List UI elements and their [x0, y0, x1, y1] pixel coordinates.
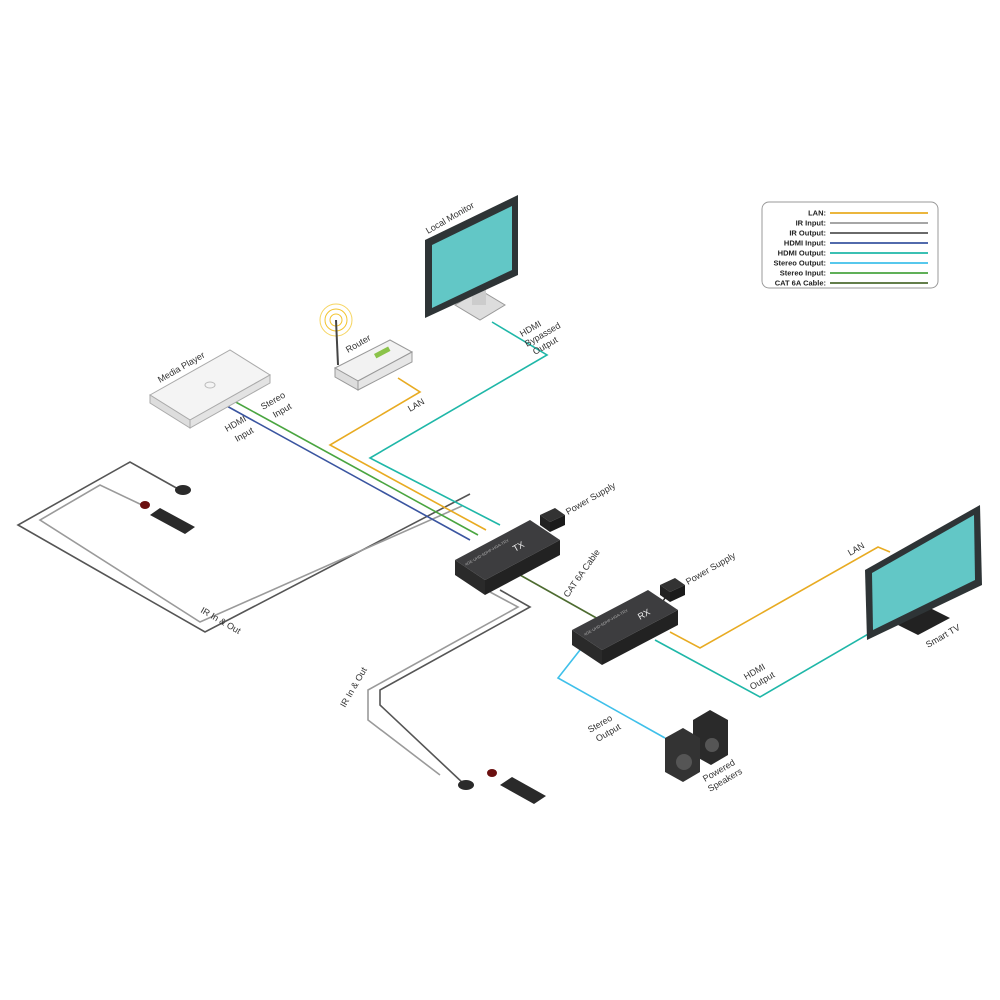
legend-label: Stereo Output:	[774, 259, 827, 268]
legend-label: CAT 6A Cable:	[775, 279, 826, 288]
cable-hdmi-bypassed	[368, 321, 549, 526]
legend-label: IR Output:	[789, 229, 826, 238]
ir-receiver-icon	[458, 780, 474, 790]
remote-control-icon	[500, 777, 546, 804]
monitor-screen	[432, 206, 512, 308]
cable-stereo-input	[231, 399, 479, 536]
tx-unit	[455, 520, 560, 595]
router	[319, 303, 414, 391]
smart-tv	[865, 505, 982, 640]
label-cat6a: CAT 6A Cable	[561, 547, 601, 599]
legend-label: HDMI Output:	[778, 249, 826, 258]
tv-screen	[872, 515, 975, 630]
cable-ir-outer	[16, 461, 471, 633]
cable-lan-tx	[328, 377, 487, 531]
legend-label: LAN:	[808, 209, 826, 218]
ir-receiver-icon	[175, 485, 191, 495]
powered-speakers	[665, 710, 728, 782]
legend: LAN:IR Input:IR Output:HDMI Input:HDMI O…	[761, 201, 939, 289]
ir-kit-left	[140, 485, 195, 534]
cable-hdmi-input	[224, 404, 471, 541]
ir-emitter-icon	[140, 501, 150, 509]
cable-hdmi-output	[654, 632, 871, 698]
power-supply-rx	[660, 578, 685, 602]
power-supply-rx-label: Power Supply	[684, 550, 738, 587]
label-ir-bottom: IR In & Out	[338, 665, 369, 709]
power-supply-tx-label: Power Supply	[564, 480, 618, 517]
legend-label: HDMI Input:	[784, 239, 826, 248]
power-supply-tx	[540, 508, 565, 532]
rx-unit	[572, 590, 678, 665]
cable-lan-rx	[669, 546, 891, 649]
cable-ir-bottom-outer	[379, 589, 532, 786]
legend-label: Stereo Input:	[780, 269, 826, 278]
cable-stereo-output	[556, 649, 666, 739]
cables	[16, 321, 891, 786]
local-monitor	[425, 195, 518, 321]
cable-cat6a	[519, 574, 601, 621]
cable-ir-bottom-inner	[367, 591, 520, 776]
remote-control-icon	[150, 508, 195, 534]
media-player	[149, 349, 271, 429]
legend-label: IR Input:	[796, 219, 826, 228]
cable-ir-inner	[38, 484, 463, 623]
tx-label: TX	[511, 539, 526, 553]
ir-emitter-icon	[487, 769, 497, 777]
ir-kit-bottom	[458, 769, 546, 804]
